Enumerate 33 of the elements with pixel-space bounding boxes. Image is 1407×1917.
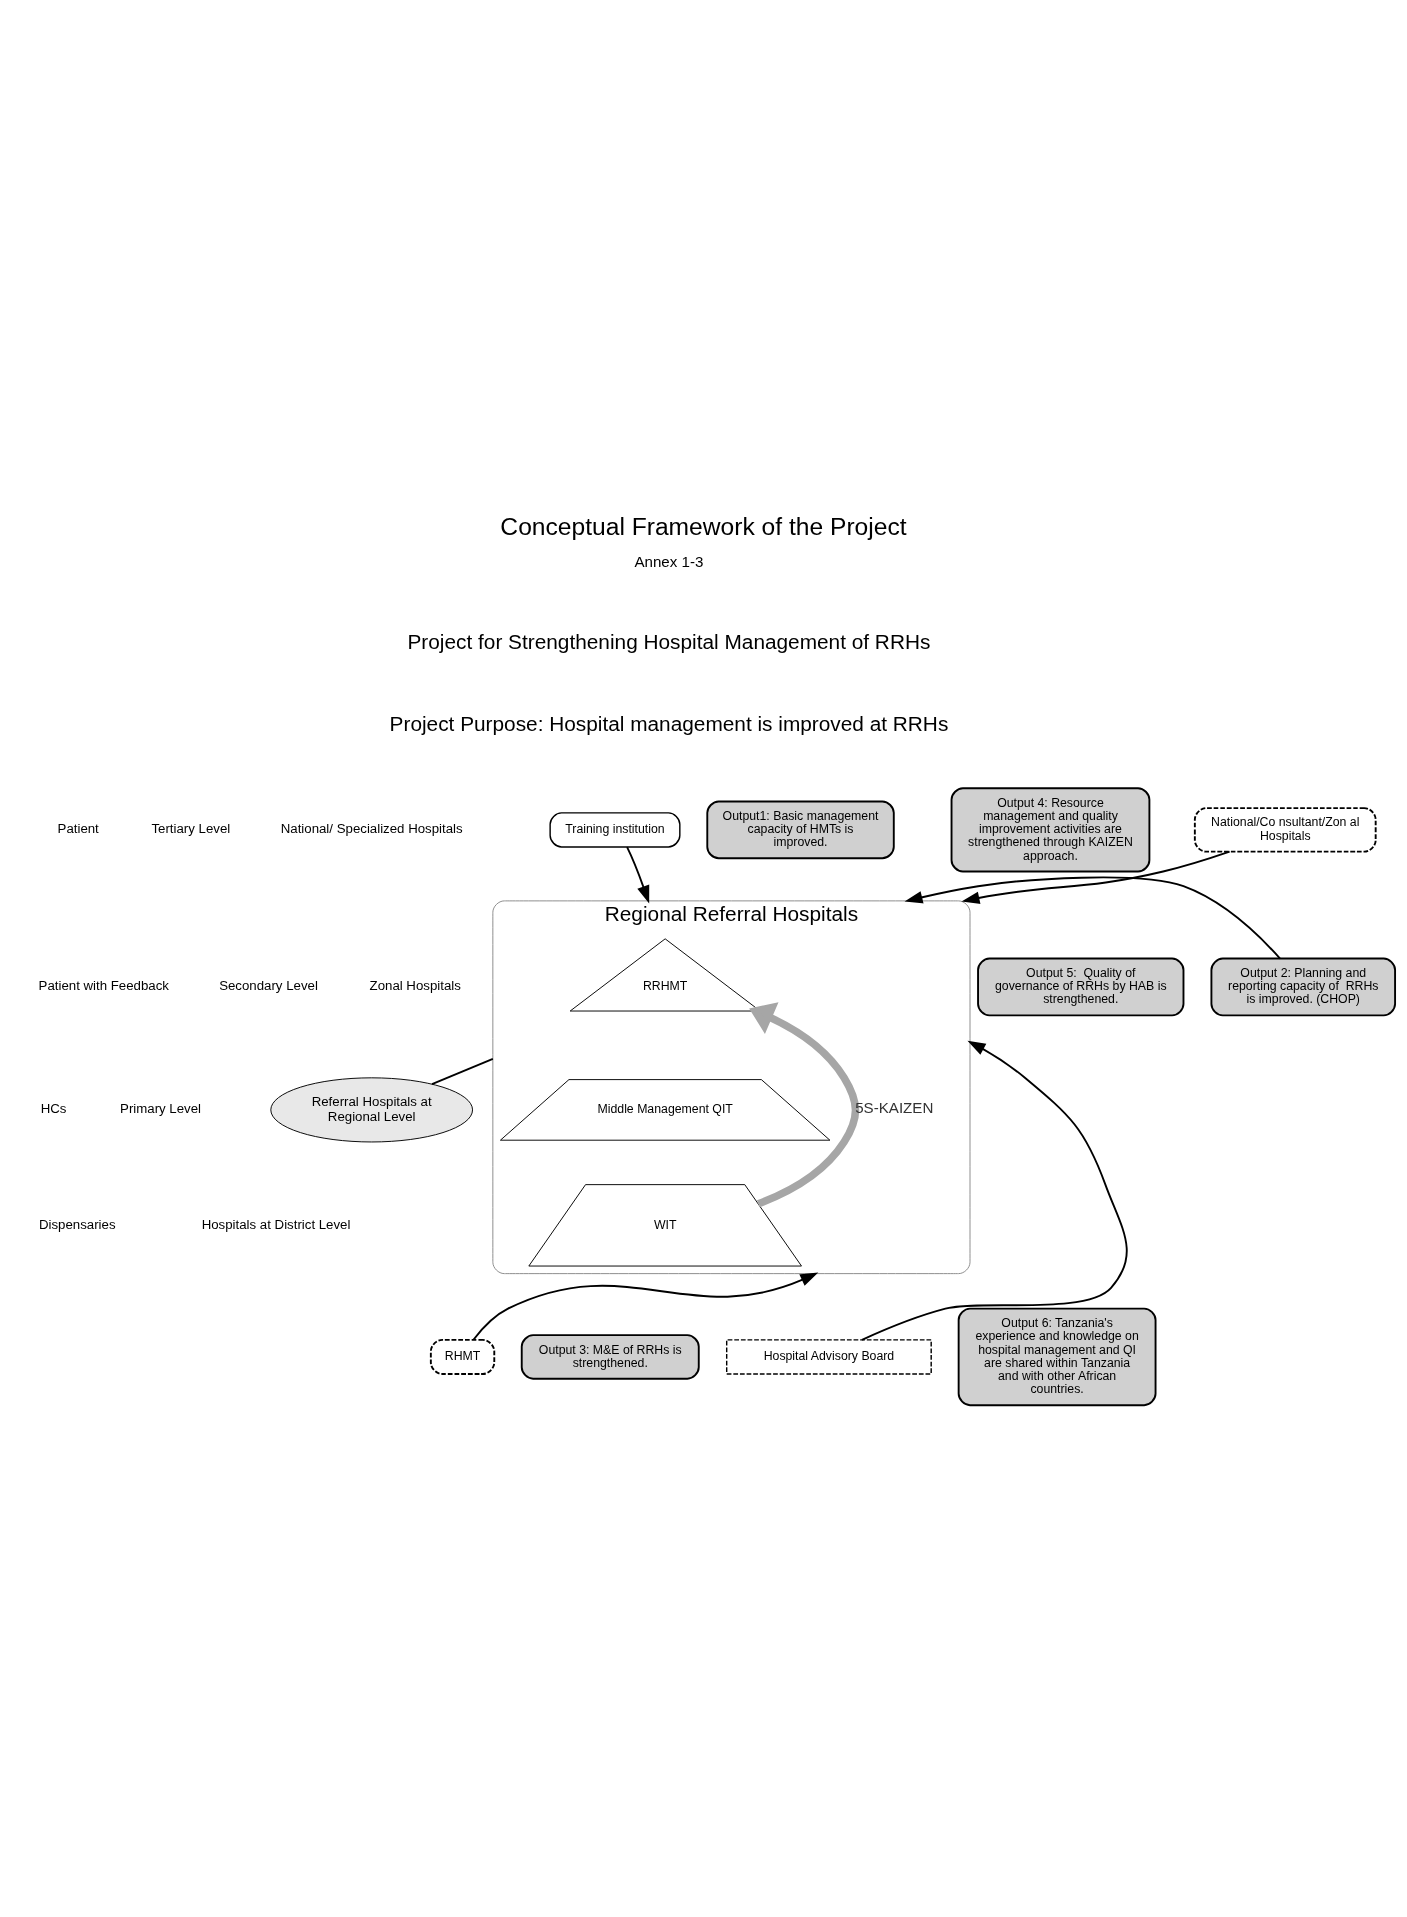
arrow xyxy=(961,850,1231,904)
node-box: National/Co nsultant/Zon al Hospitals xyxy=(1193,807,1377,853)
edge-label: 5S-KAIZEN xyxy=(855,1099,934,1117)
node-box: Output 6: Tanzania's experience and knowledge on hospital management and QI are shared within Tanzania and with other African countries. xyxy=(957,1307,1157,1407)
node-box: Output1: Basic management capacity of HMTs is improved. xyxy=(706,800,895,860)
arrow xyxy=(626,846,650,904)
label: Annex 1-3 xyxy=(634,553,704,571)
label: Zonal Hospitals xyxy=(369,978,461,994)
node-box: Output 4: Resource management and quality improvement activities are strengthened through KAIZEN approach. xyxy=(950,787,1151,873)
label: Project for Strengthening Hospital Management of RRHs xyxy=(407,629,931,653)
node-box: Hospital Advisory Board xyxy=(726,1339,932,1375)
arrow xyxy=(472,1272,819,1341)
node-ellipse: Referral Hospitals at Regional Level xyxy=(270,1077,474,1143)
node-box: Output 3: M&E of RRHs is strengthened. xyxy=(520,1334,700,1380)
label: National/ Specialized Hospitals xyxy=(280,821,463,837)
connector xyxy=(431,1058,494,1085)
arrow xyxy=(749,1002,860,1208)
label: HCs xyxy=(40,1101,67,1117)
node-box: RHMT xyxy=(429,1338,496,1375)
label: Hospitals at District Level xyxy=(201,1216,351,1232)
label: Tertiary Level xyxy=(151,821,231,837)
label: Patient xyxy=(57,821,99,837)
node-box: Output 2: Planning and reporting capacity of RRHs is improved. (CHOP) xyxy=(1210,957,1397,1017)
label: Patient with Feedback xyxy=(38,978,169,994)
node-box: Output 5: Quality of governance of RRHs by HAB is strengthened. xyxy=(977,957,1185,1017)
label: Secondary Level xyxy=(219,978,318,994)
arrow xyxy=(861,1040,1128,1341)
label: Dispensaries xyxy=(38,1216,116,1232)
node-box: Training institution xyxy=(549,812,681,848)
label: Primary Level xyxy=(120,1101,202,1117)
diagram-title: Conceptual Framework of the Project xyxy=(500,513,907,541)
arrow xyxy=(904,876,1282,960)
label: Project Purpose: Hospital management is improved at RRHs xyxy=(389,712,949,736)
